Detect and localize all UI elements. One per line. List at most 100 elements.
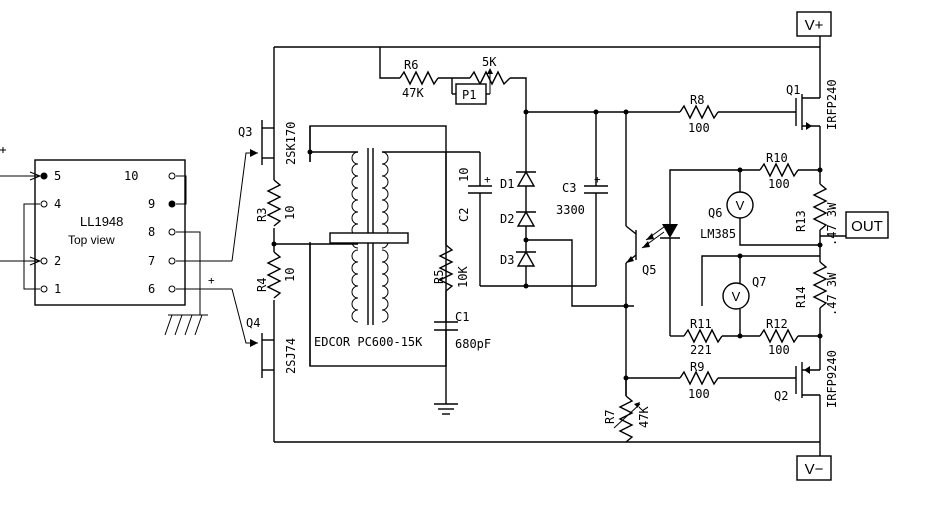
ll1948-pin: 7 xyxy=(148,254,155,268)
p1-ref: P1 xyxy=(462,88,476,102)
q5-ref: Q5 xyxy=(642,263,656,277)
svg-text:+: + xyxy=(208,274,215,287)
q7-symbol: V xyxy=(732,289,741,304)
d1-ref: D1 xyxy=(500,177,514,191)
r14-value: .47 3W xyxy=(825,272,839,316)
r10-ref: R10 xyxy=(766,151,788,165)
transformer-label: EDCOR PC600-15K xyxy=(314,335,423,349)
r6-value: 47K xyxy=(402,86,424,100)
q7-transistor: V Q7 xyxy=(722,275,766,310)
r3-value: 10 xyxy=(283,206,297,220)
r10-resistor: R10 100 xyxy=(759,151,799,191)
output-transformer: EDCOR PC600-15K xyxy=(300,125,447,367)
r5-resistor: R5 10K xyxy=(432,244,470,292)
r4-value: 10 xyxy=(283,268,297,282)
c3-capacitor: + C3 3300 xyxy=(556,173,608,217)
r5-value: 10K xyxy=(456,266,470,288)
ll1948-pin: 4 xyxy=(54,197,61,211)
svg-text:V+: V+ xyxy=(805,17,824,34)
ll1948-pin: 2 xyxy=(54,254,61,268)
q1-part: IRFP240 xyxy=(825,79,839,130)
r13-value: .47 3W xyxy=(825,202,839,246)
r7-ref: R7 xyxy=(603,410,617,424)
c2-capacitor: + C2 10 xyxy=(457,168,492,222)
q6-ref: Q6 xyxy=(708,206,722,220)
svg-text:OUT: OUT xyxy=(851,218,883,235)
q6-symbol: V xyxy=(736,198,745,213)
svg-text:V−: V− xyxy=(805,461,824,478)
q6-voltage-reference: V Q6 LM385 xyxy=(700,191,754,241)
d2-ref: D2 xyxy=(500,212,514,226)
ll1948-transformer: LL1948 Top view 5 4 2 1 10 9 8 7 6 xyxy=(34,159,186,306)
ground-symbol xyxy=(164,314,208,336)
r8-value: 100 xyxy=(688,121,710,135)
q2-mosfet: Q2 IRFP9240 xyxy=(774,350,839,408)
r8-resistor: R8 100 xyxy=(679,93,719,135)
r7-value: 47K xyxy=(637,406,651,428)
p1-value: 5K xyxy=(482,55,497,69)
r13-ref: R13 xyxy=(794,210,808,232)
q3-part: 2SK170 xyxy=(284,122,298,165)
d3-ref: D3 xyxy=(500,253,514,267)
output-terminal: OUT xyxy=(820,211,889,239)
r11-resistor: R11 221 xyxy=(683,317,723,357)
r9-ref: R9 xyxy=(690,360,704,374)
r12-resistor: R12 100 xyxy=(759,317,799,357)
r11-ref: R11 xyxy=(690,317,712,331)
c2-ref: C2 xyxy=(457,208,471,222)
led-diode xyxy=(660,224,680,239)
c1-capacitor: C1 680pF xyxy=(434,310,491,351)
p1-potentiometer: 5K P1 xyxy=(455,55,511,105)
q1-ref: Q1 xyxy=(786,83,800,97)
r6-resistor: R6 47K xyxy=(399,58,439,100)
r3-ref: R3 xyxy=(255,208,269,222)
r12-ref: R12 xyxy=(766,317,788,331)
ll1948-pin: 10 xyxy=(124,169,138,183)
ll1948-pin: 9 xyxy=(148,197,155,211)
c2-value: 10 xyxy=(457,168,471,182)
ll1948-pin: 8 xyxy=(148,225,155,239)
r11-value: 221 xyxy=(690,343,712,357)
q6-part: LM385 xyxy=(700,227,736,241)
q5-transistor: Q5 xyxy=(625,112,656,306)
r14-resistor: R14 .47 3W xyxy=(794,261,839,316)
q4-part: 2SJ74 xyxy=(284,338,298,374)
r3-resistor: R3 10 xyxy=(255,179,297,228)
d2-diode: D2 xyxy=(500,210,536,227)
r7-potentiometer: R7 47K xyxy=(603,395,651,443)
c1-ref: C1 xyxy=(455,310,469,324)
ground-symbol xyxy=(434,403,458,415)
q3-jfet: Q3 2SK170 xyxy=(238,120,298,165)
q7-ref: Q7 xyxy=(752,275,766,289)
r8-ref: R8 xyxy=(690,93,704,107)
ll1948-pin: 6 xyxy=(148,282,155,296)
c3-value: 3300 xyxy=(556,203,585,217)
ll1948-pin: 1 xyxy=(54,282,61,296)
r10-value: 100 xyxy=(768,177,790,191)
d3-diode: D3 xyxy=(500,250,536,267)
positive-rail-label: V+ xyxy=(796,11,832,37)
r4-ref: R4 xyxy=(255,278,269,292)
c3-ref: C3 xyxy=(562,181,576,195)
q4-ref: Q4 xyxy=(246,316,260,330)
svg-text:Top view: Top view xyxy=(68,233,115,247)
ll1948-pin: 5 xyxy=(54,169,61,183)
q4-jfet: Q4 2SJ74 xyxy=(246,316,298,378)
r9-resistor: R9 100 xyxy=(679,360,719,401)
d1-diode: D1 xyxy=(500,170,536,191)
q1-mosfet: Q1 IRFP240 xyxy=(786,79,839,150)
r13-resistor: R13 .47 3W xyxy=(794,183,839,246)
r14-ref: R14 xyxy=(794,286,808,308)
negative-rail-label: V− xyxy=(796,455,832,481)
q2-ref: Q2 xyxy=(774,389,788,403)
r5-ref: R5 xyxy=(432,270,446,284)
q3-ref: Q3 xyxy=(238,125,252,139)
r12-value: 100 xyxy=(768,343,790,357)
svg-text:LL1948: LL1948 xyxy=(80,214,123,229)
r9-value: 100 xyxy=(688,387,710,401)
r6-ref: R6 xyxy=(404,58,418,72)
svg-text:+: + xyxy=(594,173,601,186)
q2-part: IRFP9240 xyxy=(825,350,839,408)
c1-value: 680pF xyxy=(455,337,491,351)
